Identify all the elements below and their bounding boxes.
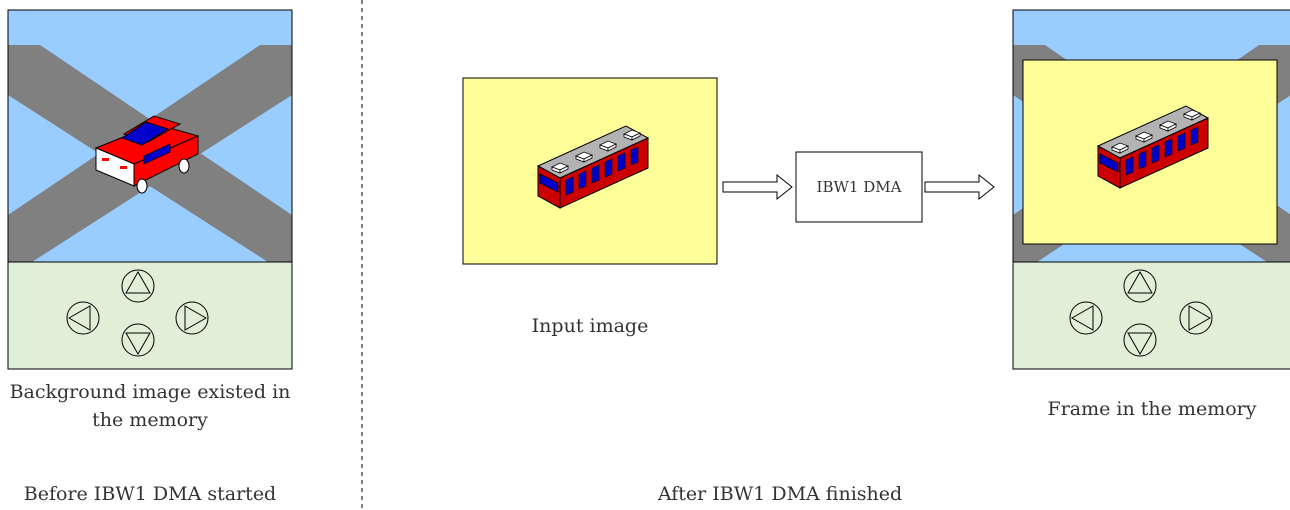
background-image-caption: Background image existed in the memory	[9, 381, 291, 431]
flow-arrow-out	[924, 173, 995, 201]
flow-arrow-in	[722, 173, 793, 201]
dma-box-label: IBW1 DMA	[817, 178, 902, 196]
control-pad	[7, 261, 293, 370]
after-section-title: After IBW1 DMA finished	[657, 483, 903, 505]
frame-in-memory-panel	[1012, 9, 1290, 370]
background-image-panel	[7, 9, 293, 370]
input-image-caption: Input image	[531, 315, 649, 337]
input-image-panel	[462, 77, 718, 265]
control-pad	[1012, 261, 1290, 370]
before-section-title: Before IBW1 DMA started	[23, 483, 277, 505]
frame-in-memory-caption: Frame in the memory	[1047, 398, 1257, 420]
dma-box: IBW1 DMA	[795, 151, 923, 223]
